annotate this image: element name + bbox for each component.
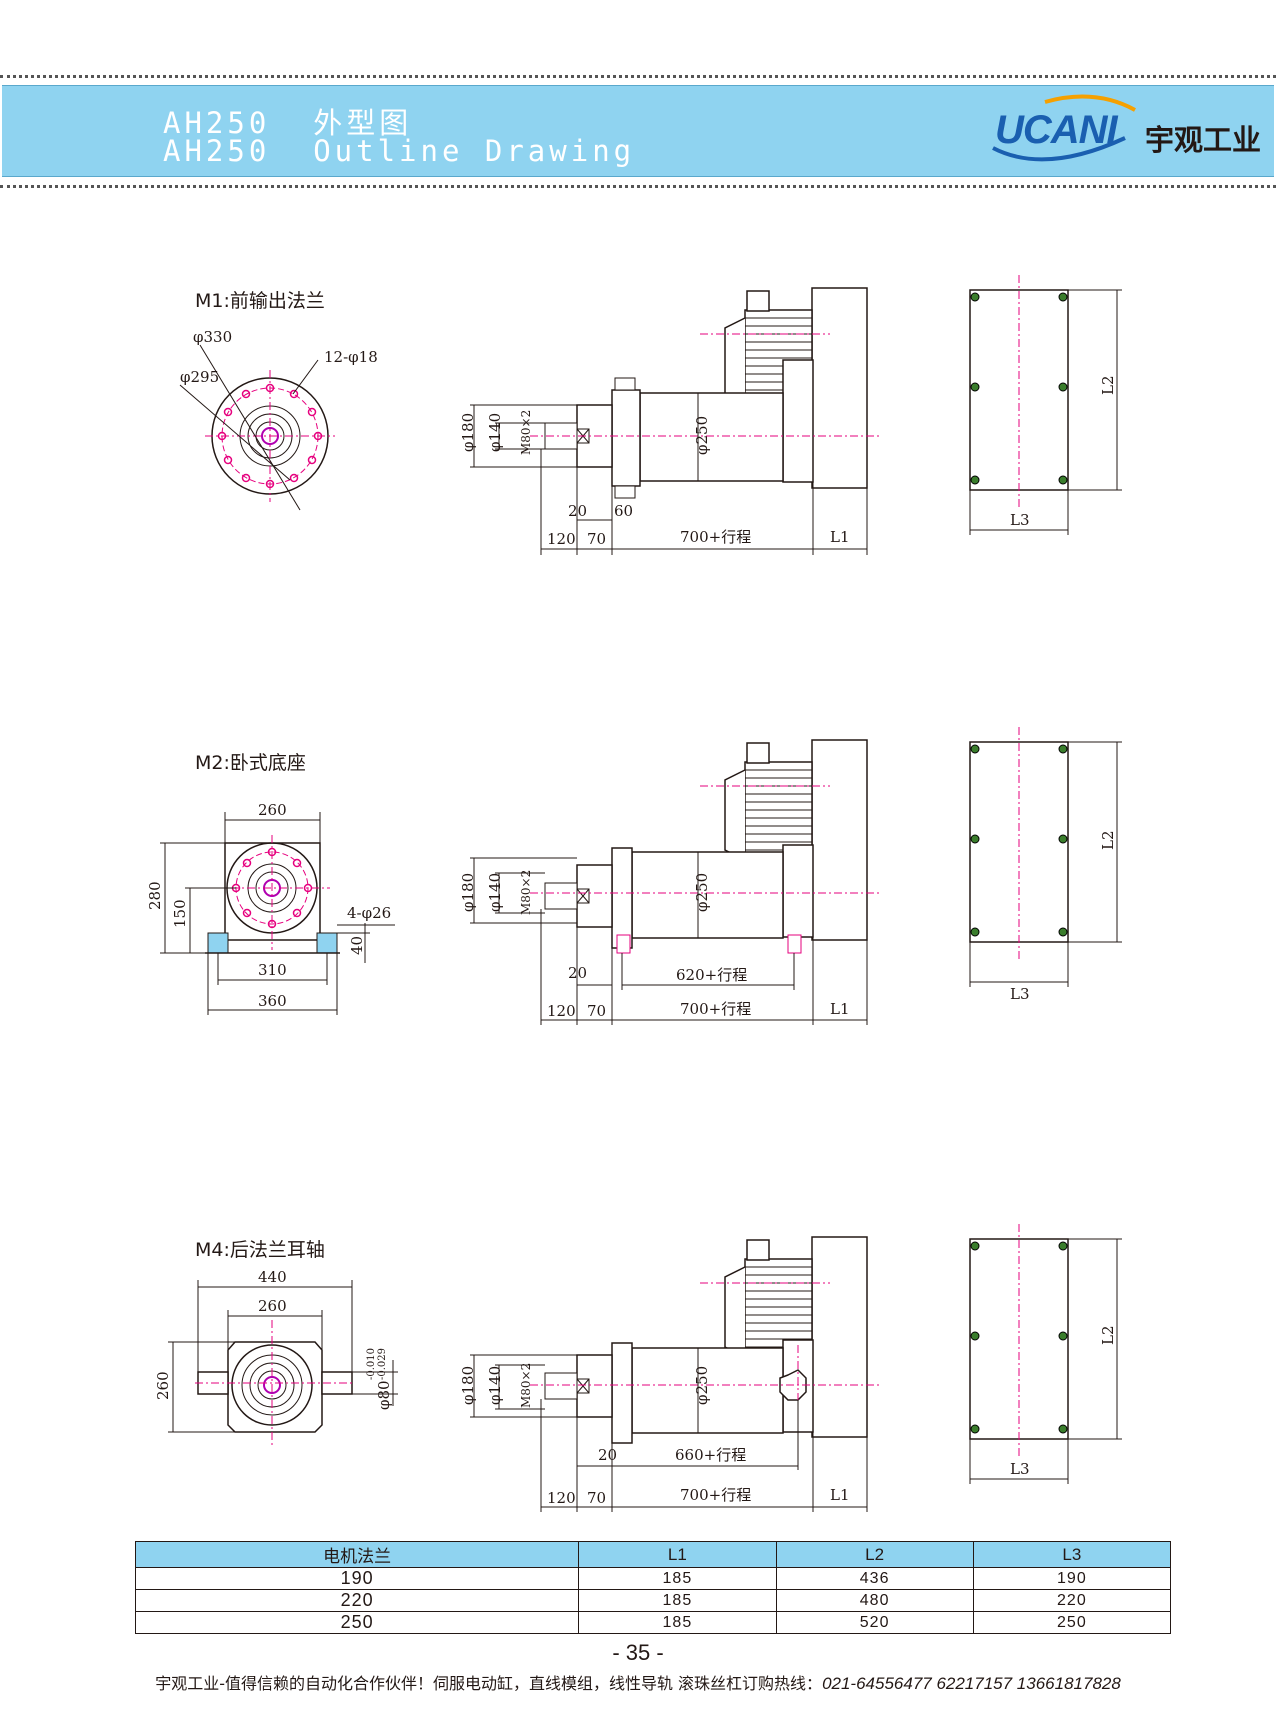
table-header: 电机法兰 — [134, 1541, 580, 1568]
m2-dim-l1: L1 — [830, 1000, 850, 1018]
section-label-m2: M2:卧式底座 — [195, 752, 306, 774]
m1-dim-thread: M80×2 — [519, 410, 533, 455]
outline-drawings: φ330 φ295 12-φ18 φ180 φ140 M80×2 φ250 2 — [146, 274, 1123, 1512]
table-cell: 185 — [578, 1589, 777, 1612]
table-cell: 190 — [134, 1567, 580, 1590]
m1-dim-l2: L2 — [1099, 375, 1117, 395]
logo-swoosh-icon — [992, 94, 1136, 162]
m4-dim-l1: L1 — [830, 1486, 850, 1504]
m2-dim-holes: 4-φ26 — [347, 904, 391, 922]
section-label-m1: M1:前输出法兰 — [195, 290, 325, 312]
m4-dim-440: 440 — [258, 1268, 287, 1286]
m2-dim-360: 360 — [258, 992, 287, 1010]
dimension-table: 电机法兰 L1 L2 L3 190 185 436 190 220 185 48… — [134, 1541, 1172, 1634]
m4-dim-180: φ180 — [459, 1366, 477, 1405]
table-cell: 185 — [578, 1567, 777, 1590]
m2-dim-150: 150 — [171, 899, 189, 928]
m4-dim-260h: 260 — [154, 1371, 172, 1400]
m1-dim-stroke: 700+行程 — [680, 528, 751, 546]
m2-dim-stroke: 700+行程 — [680, 1000, 751, 1018]
table-header-row: 电机法兰 L1 L2 L3 — [134, 1541, 1172, 1568]
m1-dim-250: φ250 — [693, 416, 711, 455]
m1-dim-l3: L3 — [1010, 511, 1030, 529]
m4-dim-260w: 260 — [258, 1297, 287, 1315]
table-cell: 220 — [972, 1589, 1172, 1612]
footer-phones: 021-64556477 62217157 13661817828 — [822, 1674, 1121, 1693]
table-cell: 436 — [775, 1567, 974, 1590]
logo-brand-text: UCANI — [995, 108, 1118, 152]
title-english: AH250 Outline Drawing — [163, 134, 636, 168]
table-cell: 220 — [134, 1589, 580, 1612]
brand-logo: UCANI 宇观工业 — [985, 90, 1275, 170]
table-header: L2 — [775, 1541, 974, 1568]
table-cell: 250 — [134, 1611, 580, 1634]
table-header: L3 — [972, 1541, 1172, 1568]
m2-dim-260: 260 — [258, 801, 287, 819]
m1-front-view — [179, 344, 335, 511]
m4-dim-tol-upper: -0.010 — [366, 1348, 377, 1380]
m1-dim-60: 60 — [614, 502, 633, 520]
table-cell: 185 — [578, 1611, 777, 1634]
table-cell: 480 — [775, 1589, 974, 1612]
section-label-m4: M4:后法兰耳轴 — [195, 1239, 325, 1261]
m2-dim-stroke620: 620+行程 — [676, 966, 747, 984]
table-row: 190 185 436 190 — [134, 1567, 1172, 1590]
page-number: - 35 - — [612, 1640, 664, 1665]
m1-dim-70: 70 — [587, 530, 606, 548]
table-cell: 250 — [972, 1611, 1172, 1634]
header-dotted-rule — [0, 185, 1276, 188]
m4-dim-tol-lower: -0.029 — [377, 1348, 388, 1380]
top-dotted-rule — [0, 75, 1276, 78]
m2-front-view — [160, 812, 395, 1015]
m4-dim-stroke660: 660+行程 — [675, 1446, 746, 1464]
m2-dim-20: 20 — [568, 964, 587, 982]
title-chinese: AH250 外型图 — [163, 106, 413, 140]
table-header: L1 — [578, 1541, 777, 1568]
m4-dim-120: 120 — [547, 1489, 576, 1507]
m2-dim-180: φ180 — [459, 873, 477, 912]
m2-dim-120: 120 — [547, 1002, 576, 1020]
m4-dim-250: φ250 — [693, 1366, 711, 1405]
m1-side-view — [470, 287, 880, 555]
m1-dim-295: φ295 — [180, 368, 219, 386]
table-cell: 520 — [775, 1611, 974, 1634]
footer: 宇观工业-值得信赖的自动化合作伙伴！伺服电动缸，直线模组，线性导轨 滚珠丝杠订购… — [0, 1670, 1276, 1694]
m1-dim-20: 20 — [568, 502, 587, 520]
logo-chinese-text: 宇观工业 — [1145, 123, 1262, 157]
m4-front-view — [168, 1280, 398, 1445]
page-header — [2, 85, 1274, 177]
m2-side-view — [470, 739, 880, 1025]
table-row: 250 185 520 250 — [134, 1611, 1172, 1634]
m4-side-view — [470, 1236, 880, 1512]
m2-dim-280: 280 — [146, 881, 164, 910]
m2-dim-l2: L2 — [1099, 830, 1117, 850]
m2-dim-140: φ140 — [486, 873, 504, 912]
m4-dim-l2: L2 — [1099, 1325, 1117, 1345]
m1-dim-holes: 12-φ18 — [324, 348, 378, 366]
m1-dim-330: φ330 — [193, 328, 232, 346]
m2-dim-310: 310 — [258, 961, 287, 979]
m4-dim-70: 70 — [587, 1489, 606, 1507]
m2-dim-l3: L3 — [1010, 985, 1030, 1003]
m2-dim-250: φ250 — [693, 873, 711, 912]
footer-text: 宇观工业-值得信赖的自动化合作伙伴！伺服电动缸，直线模组，线性导轨 滚珠丝杠订购… — [155, 1674, 823, 1693]
m4-dim-l3: L3 — [1010, 1460, 1030, 1478]
table-row: 220 185 480 220 — [134, 1589, 1172, 1612]
m4-dim-20: 20 — [598, 1446, 617, 1464]
m1-dim-140: φ140 — [486, 413, 504, 452]
m4-dim-140: φ140 — [486, 1366, 504, 1405]
table-cell: 190 — [972, 1567, 1172, 1590]
m2-dim-70: 70 — [587, 1002, 606, 1020]
m1-dim-180: φ180 — [459, 413, 477, 452]
m2-dim-thread: M80×2 — [519, 870, 533, 915]
m2-dim-40: 40 — [348, 936, 366, 955]
m4-dim-stroke: 700+行程 — [680, 1486, 751, 1504]
m4-dim-shaft: φ80 — [375, 1380, 393, 1410]
m1-dim-l1: L1 — [830, 528, 850, 546]
m1-dim-120: 120 — [547, 530, 576, 548]
m4-dim-thread: M80×2 — [519, 1363, 533, 1408]
